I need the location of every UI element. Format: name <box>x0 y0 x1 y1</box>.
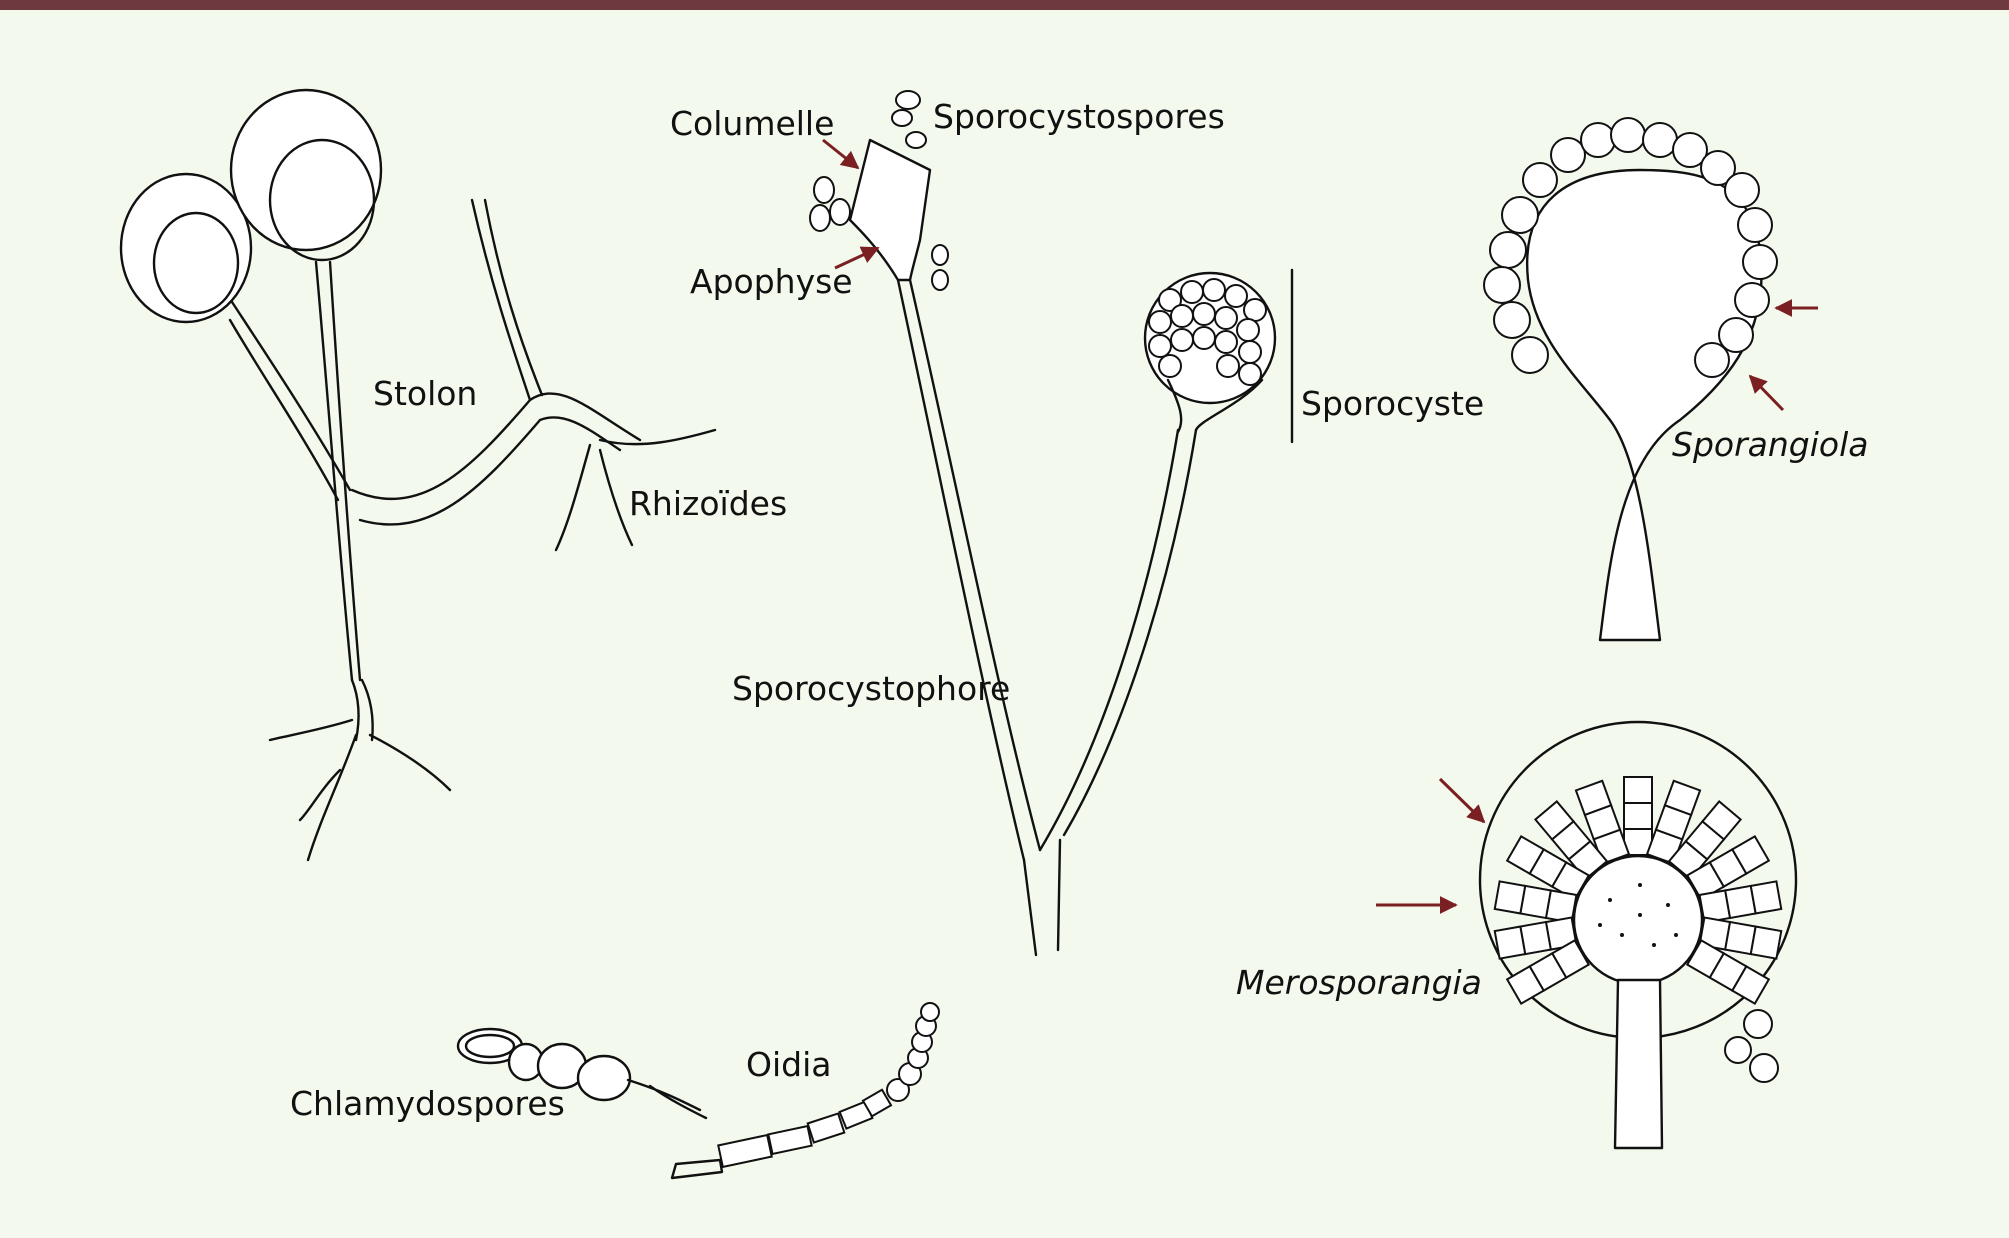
label-sporangiola: Sporangiola <box>1672 425 1869 464</box>
label-stolon: Stolon <box>373 374 478 413</box>
apophyse-shape <box>848 138 932 282</box>
label-apophyse: Apophyse <box>690 262 853 301</box>
sporangiola-organism <box>1483 117 1778 642</box>
sporocyst-spores <box>1148 278 1267 386</box>
sporangium-left <box>119 172 253 324</box>
stolon-organism <box>119 88 717 862</box>
merosporangia-stalk <box>1613 978 1664 1150</box>
rhizoids-right <box>554 428 717 552</box>
merosporangia-vesicle <box>1572 854 1704 986</box>
stolon-line <box>350 392 642 526</box>
arrow-merosporangia-1 <box>1438 777 1486 824</box>
label-sporocyste: Sporocyste <box>1301 384 1485 423</box>
merosporangia-loose-spores <box>1724 1009 1779 1083</box>
annotation-arrows <box>822 138 1818 914</box>
lower-stalk <box>350 678 374 742</box>
vesicle-dots <box>1598 883 1678 947</box>
sporocyst-apophysis <box>1166 378 1264 434</box>
arrow-apophyse <box>834 246 880 270</box>
oidia-drawing <box>670 1002 940 1180</box>
chlamydospore-hypha <box>626 1078 708 1120</box>
merosporangia-organism <box>1478 720 1798 1150</box>
loose-sporocystospores <box>809 90 949 291</box>
oidia-hypha <box>670 1158 724 1180</box>
sporangium-right <box>229 88 383 252</box>
columella-right <box>268 138 376 262</box>
label-oidia: Oidia <box>746 1045 832 1084</box>
sporocystophore-organism <box>809 90 1294 957</box>
label-sporocystospores: Sporocystospores <box>933 97 1225 136</box>
sporocystophore-base <box>1022 838 1062 957</box>
sporocystophore-right-stalk <box>1038 428 1198 852</box>
label-chlamydospores: Chlamydospores <box>290 1084 565 1123</box>
stolon-upright <box>470 198 544 402</box>
label-columelle: Columelle <box>670 104 835 143</box>
chlamydospore-4 <box>576 1054 632 1102</box>
label-rhizoides: Rhizoïdes <box>629 484 788 523</box>
sporocystophore-left-stalk <box>896 278 1042 862</box>
right-sporangiophore <box>314 260 362 682</box>
sporangiola-spores <box>1483 117 1778 378</box>
chlamydospores-drawing <box>456 1027 708 1120</box>
sporangiola-vesicle <box>1525 168 1763 642</box>
label-merosporangia: Merosporangia <box>1236 963 1482 1002</box>
arrow-columelle <box>822 138 860 170</box>
arrow-sporangiola-2 <box>1748 374 1785 412</box>
columella-left <box>152 211 240 315</box>
label-sporocystophore: Sporocystophore <box>732 669 1011 708</box>
lower-rhizoids <box>268 718 452 862</box>
top-border-bar <box>0 0 2009 10</box>
left-sporangiophore <box>228 300 352 502</box>
